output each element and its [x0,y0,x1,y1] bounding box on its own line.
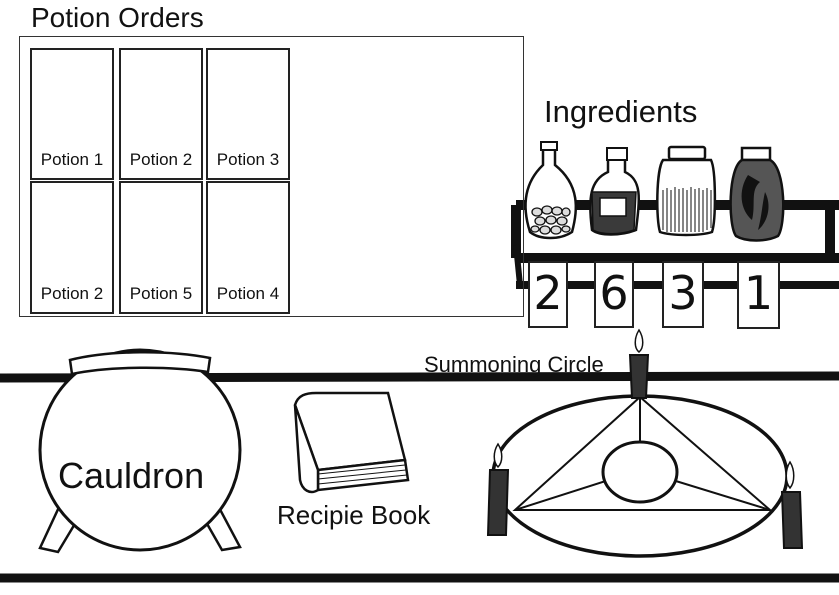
ingredients-title: Ingredients [544,94,698,129]
order-card[interactable]: Potion 3 [206,48,290,180]
summoning-circle[interactable] [491,394,789,558]
recipe-book-label: Recipie Book [277,500,431,530]
beans-bottle-icon[interactable] [524,141,578,240]
ingredient-quantity: 1 [737,261,780,329]
dark-spotted-jar-icon[interactable] [729,146,785,242]
order-card-label: Potion 3 [216,150,280,169]
summoning-circle-label: Summoning Circle [424,352,604,377]
red-potion-bottle-icon[interactable] [589,147,640,236]
order-card-label: Potion 1 [40,150,104,169]
order-card-label: Potion 4 [216,284,280,303]
order-card[interactable]: Potion 5 [119,181,203,314]
recipe-book[interactable] [293,391,410,494]
order-card-label: Potion 2 [129,150,193,169]
orders-panel: Potion 1 Potion 2 Potion 3 Potion 2 Poti… [19,36,524,317]
ingredient-quantity: 3 [662,261,704,328]
herbs-jar-icon[interactable] [656,145,717,237]
order-card[interactable]: Potion 2 [119,48,203,180]
order-card-label: Potion 5 [129,284,193,303]
ingredient-quantity: 6 [594,261,634,328]
ingredient-quantity: 2 [528,261,568,328]
cauldron[interactable] [38,348,242,554]
order-card[interactable]: Potion 4 [206,181,290,314]
candle-icon [780,460,804,549]
candle-icon [628,328,650,399]
candle-icon [486,442,510,536]
cauldron-label: Cauldron [58,455,205,496]
order-card[interactable]: Potion 1 [30,48,114,180]
order-card-label: Potion 2 [40,284,104,303]
orders-title: Potion Orders [31,2,204,33]
order-card[interactable]: Potion 2 [30,181,114,314]
